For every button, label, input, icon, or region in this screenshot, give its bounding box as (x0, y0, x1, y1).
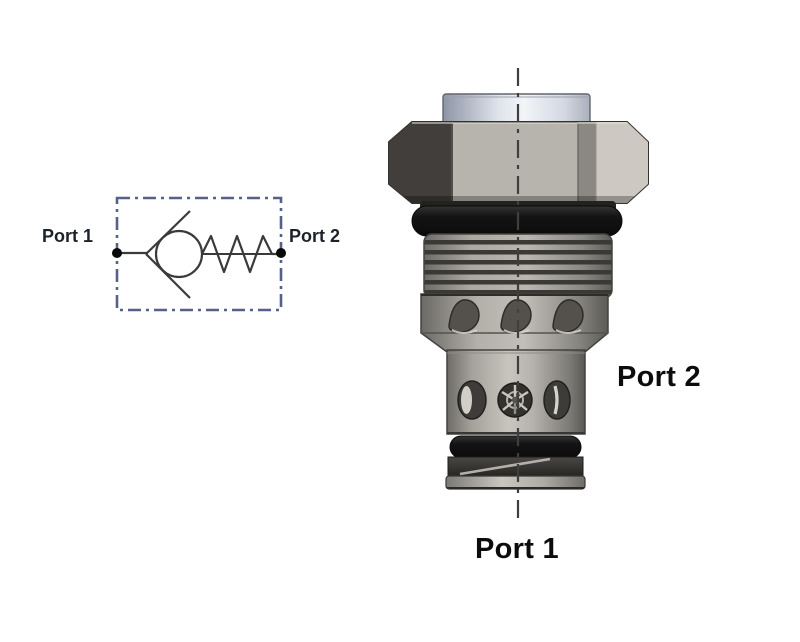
port1-node-dot (112, 248, 122, 258)
valve-body (446, 349, 586, 435)
spiral-ring-line (459, 457, 551, 476)
hex-nut-edge-face (578, 122, 596, 203)
hex-nut (388, 121, 649, 204)
valve-rendering-group (388, 68, 649, 520)
hex-nut-left-face (389, 122, 453, 203)
valve-nose-band (445, 475, 586, 490)
valve-port2-label: Port 2 (617, 361, 701, 393)
spring-icon (201, 234, 281, 274)
check-seat-lower-line (145, 253, 191, 299)
shoulder-section (420, 293, 609, 353)
cross-hole-center (497, 382, 533, 418)
o-ring-lower (449, 435, 582, 459)
cross-hole-left (457, 380, 487, 420)
schematic-port1-label: Port 1 (42, 226, 94, 246)
cross-hole-right (543, 380, 571, 420)
port2-node-dot (276, 248, 286, 258)
check-seat-upper-line (145, 210, 191, 255)
valve-port1-label: Port 1 (475, 533, 559, 565)
schematic-port2-label: Port 2 (289, 226, 341, 246)
hex-nut-right-face (596, 122, 648, 203)
retaining-ring-section (447, 456, 584, 478)
schematic-symbol-group (112, 196, 286, 312)
check-ball-icon (154, 229, 204, 279)
